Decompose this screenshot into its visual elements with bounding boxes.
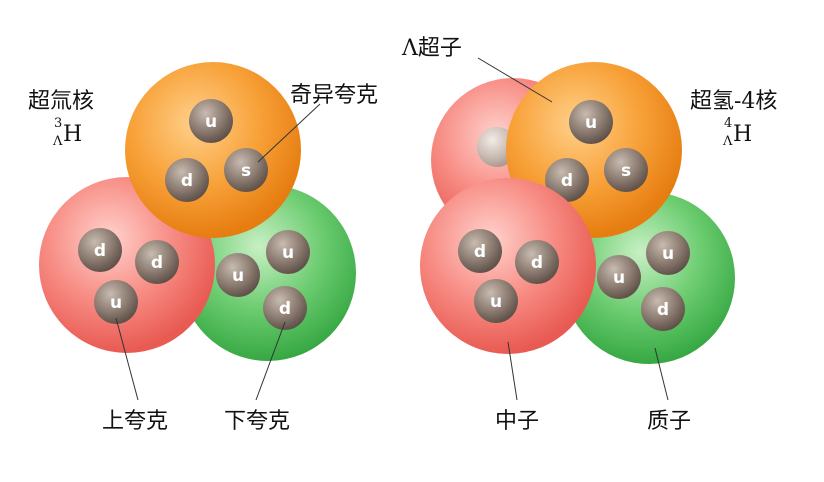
quark-label: u [490,292,502,312]
lambda-subscript: Λ [52,134,63,149]
left-lambda-sphere [125,62,301,238]
quark-label: d [279,299,291,319]
leader-line [257,103,321,163]
quark: d [263,286,307,330]
quark-label: u [205,112,217,132]
quark: d [458,229,502,273]
quark-label: d [531,253,543,273]
leader-line [255,321,286,401]
quark: d [165,158,209,202]
quark: d [515,240,559,284]
quark: s [604,148,648,192]
quark-label: s [621,161,631,181]
hyperhydrogen4-symbol: 4 Λ H [722,116,752,149]
neutron-label: 中子 [495,409,539,434]
quark-label: u [613,268,625,288]
lambda-subscript: Λ [722,134,733,149]
strange-quark-label: 奇异夸克 [290,83,378,108]
mass-number: 4 [724,116,732,131]
quark: u [266,230,310,274]
quark: u [94,280,138,324]
quark-label: u [585,113,597,133]
left-hypernucleus: u u d d d u [28,62,378,434]
leader-line [115,317,139,401]
quark: s [224,148,268,192]
quark: d [135,240,179,284]
quark-label: u [282,243,294,263]
leader-line [477,57,553,103]
leader-line [507,341,518,401]
quark-label: u [662,244,674,264]
quark: d [641,287,685,331]
element-symbol: H [733,122,752,147]
quark: u [597,255,641,299]
hypertriton-symbol: 3 Λ H [52,116,82,149]
quark-label: u [232,266,244,286]
quark-label: d [657,300,669,320]
element-symbol: H [63,122,82,147]
quark-label: d [474,242,486,262]
quark-label: d [94,241,106,261]
quark: d [78,228,122,272]
quark-label: d [561,171,573,191]
quark-label: d [151,253,163,273]
quark: u [189,99,233,143]
quark-label: u [110,293,122,313]
up-quark-label: 上夸克 [102,409,168,434]
quark: u [569,100,613,144]
hypertriton-name: 超氚核 [28,89,94,114]
mass-number: 3 [54,116,62,131]
quark-label: d [181,171,193,191]
leader-line [654,347,669,401]
quark: u [216,253,260,297]
right-neutron: d d u [420,178,596,354]
quark-label: s [241,161,251,181]
quark: u [646,231,690,275]
quark: u [474,279,518,323]
hyperhydrogen4-name: 超氢-4核 [690,89,777,114]
lambda-hyperon-label: Λ超子 [401,36,462,61]
proton-label: 质子 [647,409,691,434]
right-neutron-sphere [420,178,596,354]
down-quark-label: 下夸克 [224,409,290,434]
right-hypernucleus: u u d u d s [401,36,777,434]
quark: d [545,158,589,202]
left-lambda: u d s [125,62,301,238]
